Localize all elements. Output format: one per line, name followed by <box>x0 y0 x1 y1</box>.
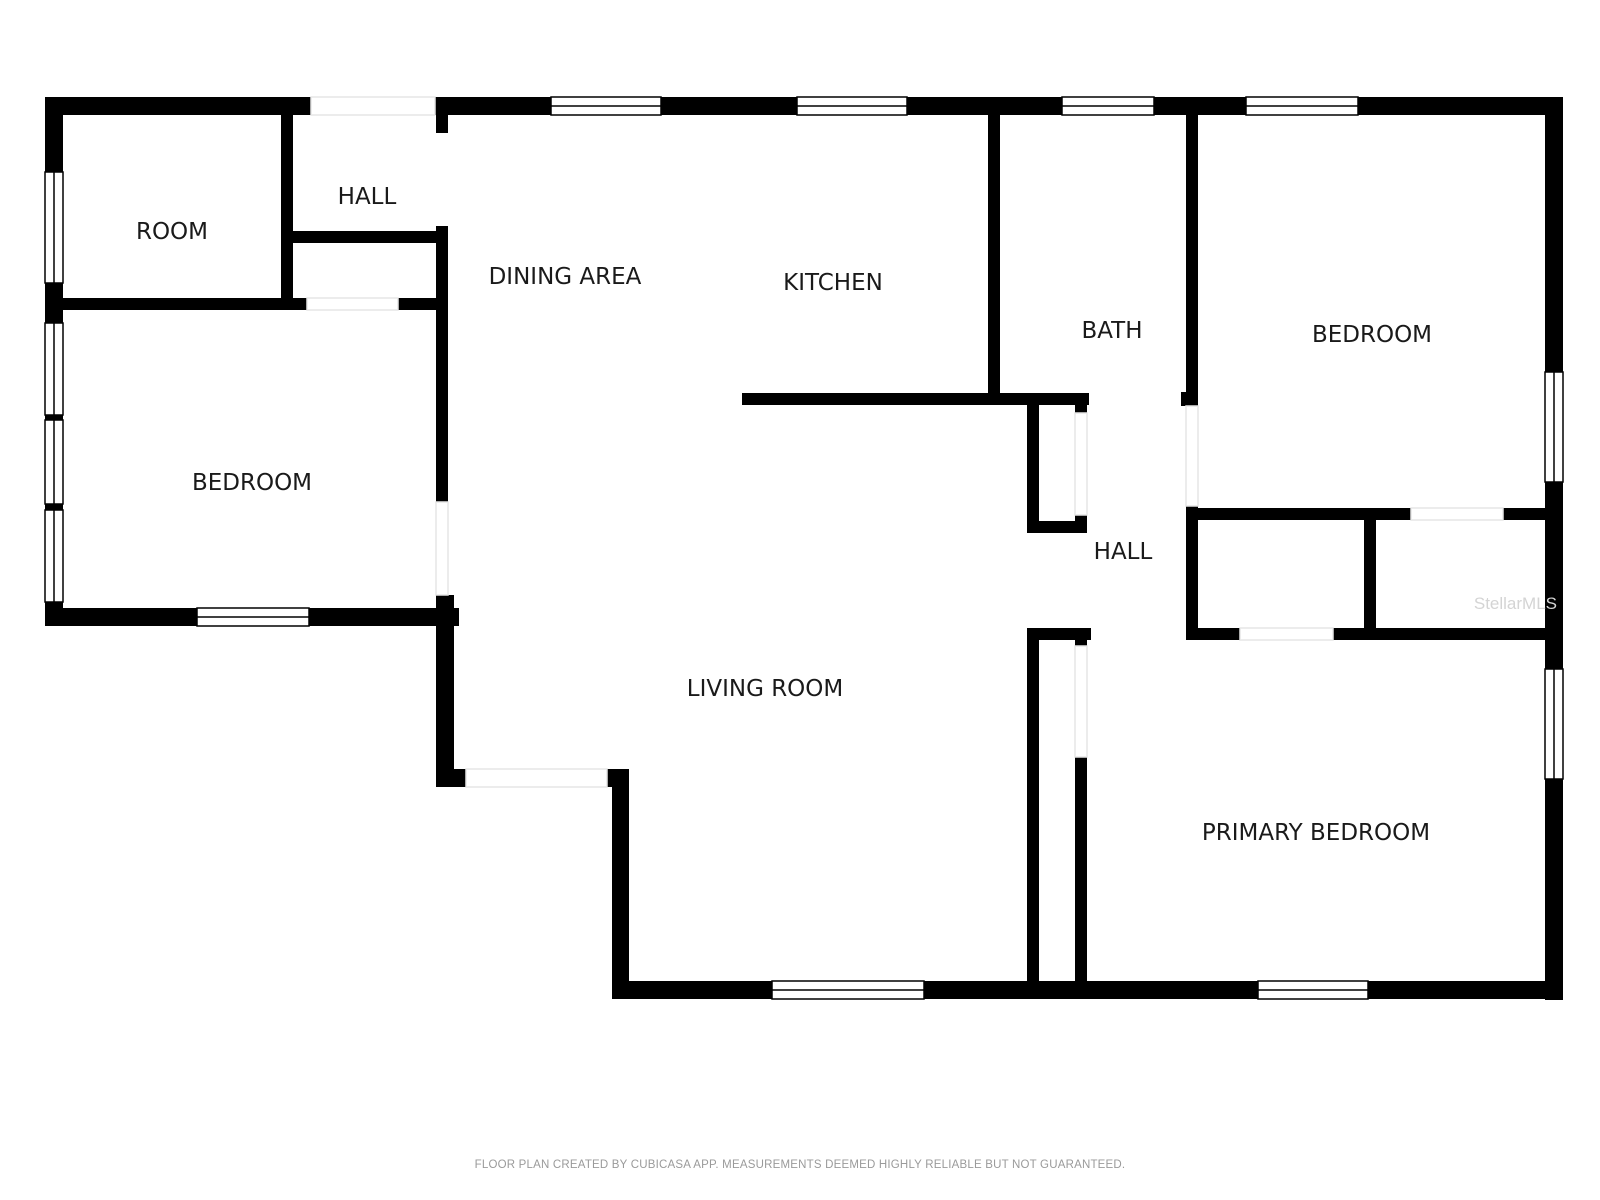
wall-hall-bottom <box>281 231 448 243</box>
wall-closets-bottom-right <box>1333 628 1551 640</box>
wall-closet-bottom <box>1027 521 1087 533</box>
window-top-1 <box>550 96 662 116</box>
window-top-2 <box>796 96 908 116</box>
wall-kitchen-right <box>988 113 1000 405</box>
watermark: StellarMLS <box>1474 594 1557 613</box>
room-label-living-room: LIVING ROOM <box>687 676 844 702</box>
room-label-bedroom-right: BEDROOM <box>1312 322 1432 348</box>
wall-closets-mid <box>1364 508 1376 628</box>
wall-living-lower-left <box>612 769 629 999</box>
opening-closet <box>1074 412 1088 516</box>
wall-bath-right-stub <box>1181 392 1198 406</box>
wall-closet-left <box>1027 393 1039 533</box>
wall-room-hall <box>281 97 293 309</box>
wall-living-notch <box>436 769 466 787</box>
wall-bottom <box>612 981 1563 999</box>
window-left-bedroom-2 <box>44 419 64 505</box>
window-top-bedroom <box>1245 96 1359 116</box>
opening-living-notch <box>465 768 608 788</box>
window-bottom-living <box>771 980 925 1000</box>
room-label-dining-area: DINING AREA <box>489 264 642 290</box>
wall-closet-right-bottom <box>1075 515 1087 533</box>
room-label-room: ROOM <box>136 219 208 245</box>
room-label-bath: BATH <box>1081 318 1142 344</box>
wall-living-left <box>436 595 454 787</box>
room-label-bedroom-left: BEDROOM <box>192 470 312 496</box>
window-top-bath <box>1061 96 1155 116</box>
wall-bedroom-right-bottom <box>1186 508 1411 520</box>
window-left-bedroom-3 <box>44 509 64 603</box>
openings <box>306 96 1504 788</box>
footer-disclaimer: FLOOR PLAN CREATED BY CUBICASA APP. MEAS… <box>475 1159 1126 1171</box>
room-label-hall-center: HALL <box>1094 539 1153 565</box>
room-label-hall-top: HALL <box>338 184 397 210</box>
opening-closets-bottom <box>1239 627 1334 641</box>
room-label-kitchen: KITCHEN <box>783 270 883 296</box>
opening-room-bottom <box>306 297 399 311</box>
wall-room-bottom <box>45 298 307 310</box>
wall-primary-inner-top <box>1075 628 1087 646</box>
wall-primary-left <box>1027 628 1039 988</box>
wall-closets-bottom-left <box>1186 628 1240 640</box>
wall-kitchen-bottom <box>742 393 1089 405</box>
opening-closet-right <box>1410 507 1504 521</box>
opening-bedroom-left-side <box>435 501 449 596</box>
wall-hall-right-top <box>436 97 448 133</box>
wall-bath-right <box>1186 113 1198 400</box>
wall-closet-right-top <box>1075 393 1087 413</box>
wall-room-bottom-right <box>398 298 448 310</box>
window-right-bedroom <box>1544 371 1564 483</box>
wall-closets-left <box>1186 506 1198 640</box>
window-left-room <box>44 171 64 284</box>
window-right-primary <box>1544 668 1564 780</box>
window-bottom-primary <box>1257 980 1369 1000</box>
wall-right <box>1545 97 1563 1000</box>
opening-top-hall <box>310 96 436 116</box>
opening-bath-right <box>1185 405 1199 507</box>
room-labels: ROOM HALL DINING AREA KITCHEN BATH BEDRO… <box>136 184 1432 846</box>
walls <box>45 97 1563 1000</box>
window-left-bedroom-1 <box>44 322 64 416</box>
window-bedroom-left-bottom <box>196 607 310 627</box>
opening-primary-door <box>1074 645 1088 758</box>
room-label-primary-bedroom: PRIMARY BEDROOM <box>1202 820 1430 846</box>
wall-hall-right <box>436 226 448 502</box>
windows <box>44 96 1564 1000</box>
wall-bedroom-right-bottom-end <box>1503 508 1551 520</box>
wall-top-left <box>45 97 311 115</box>
wall-primary-inner <box>1075 757 1087 987</box>
